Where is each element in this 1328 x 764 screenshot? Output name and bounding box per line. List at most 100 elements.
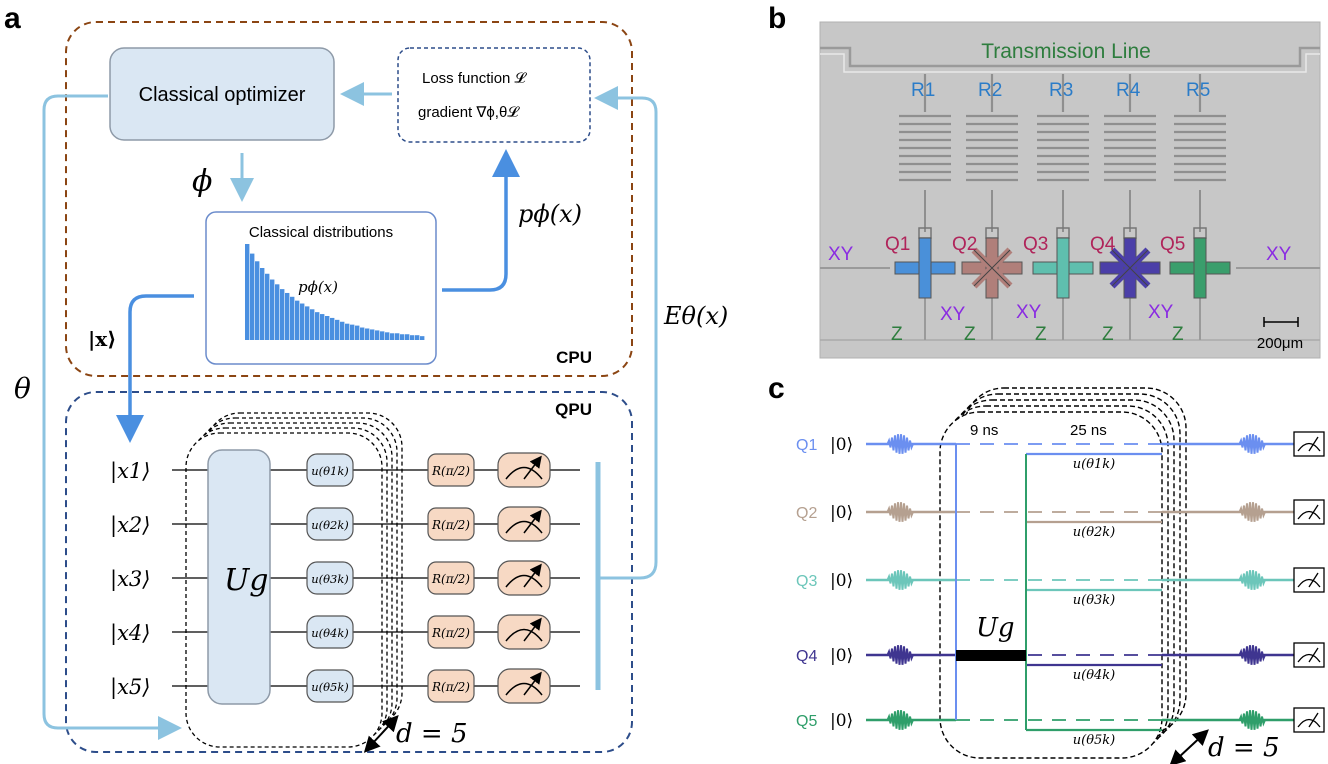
xy-label-3: XY [1016, 302, 1042, 323]
r-gate-label: R(π/2) [431, 518, 470, 532]
z-line-label: Z [1035, 324, 1047, 345]
distribution-bar [345, 323, 350, 340]
loss-line1: Loss function 𝓛 [422, 70, 528, 87]
resonator-label: R1 [911, 80, 935, 101]
pulse-waveform [884, 710, 918, 730]
ug-block-a [207, 449, 271, 705]
distribution-bar [300, 303, 305, 340]
distribution-bar [350, 324, 355, 340]
u-gate [306, 615, 354, 649]
distribution-bar [395, 333, 400, 340]
r-gate [427, 615, 475, 649]
panel-label-a: a [4, 2, 21, 35]
arrow-dist-to-qpu [116, 294, 194, 443]
measurement-gate [497, 614, 551, 650]
measurement-gate [497, 452, 551, 488]
pulse-qubit-label: Q5 [796, 713, 817, 730]
measurement-gate [497, 560, 551, 596]
u-gate [306, 561, 354, 595]
qubit-cross-v [918, 237, 932, 299]
u-gate [306, 669, 354, 703]
pulse-qubit-label: Q3 [796, 573, 817, 590]
pulse-waveform [884, 502, 918, 522]
r-gate-label: R(π/2) [431, 680, 470, 694]
time-25ns: 25 ns [1070, 422, 1107, 439]
distribution-bar [405, 334, 410, 340]
pulse-ket0: |0⟩ [830, 435, 853, 455]
pulse-qubit-label: Q4 [796, 648, 817, 665]
meter-icon [505, 628, 543, 642]
distribution-bar [320, 314, 325, 340]
ket-x-label: |x⟩ [88, 327, 116, 351]
theta-label: θ [14, 372, 31, 405]
distribution-bar [410, 335, 415, 340]
time-9ns: 9 ns [970, 422, 998, 439]
distribution-bar [250, 253, 255, 340]
measurement-gate [497, 506, 551, 542]
pulse-qubit-label: Q2 [796, 505, 817, 522]
readout-waveform [1236, 502, 1270, 522]
p-phi-inner: pϕ(x) [298, 278, 338, 296]
distribution-bar [420, 336, 425, 340]
z-line-label: Z [964, 324, 976, 345]
distribution-bar [400, 334, 405, 340]
cpu-label: CPU [556, 348, 592, 367]
z-line-label: Z [1102, 324, 1114, 345]
pulse-waveform [884, 645, 918, 665]
pulse-ket0: |0⟩ [830, 503, 853, 523]
xy-label-4: XY [1148, 302, 1174, 323]
panel-label-b: b [768, 2, 786, 35]
r-gate-label: R(π/2) [431, 626, 470, 640]
depth-arrow-a [363, 715, 399, 753]
distribution-bar [360, 327, 365, 340]
input-ket: |x4⟩ [110, 621, 150, 646]
input-ket: |x2⟩ [110, 513, 150, 538]
resonator-meander [1104, 74, 1156, 182]
resonator-meander [1037, 74, 1089, 182]
pulse-waveform [884, 434, 918, 454]
loss-function-box [397, 47, 591, 143]
input-ket: |x1⟩ [110, 459, 150, 484]
u-gate-label: u(θ1k) [311, 464, 349, 478]
distribution-bar [340, 321, 345, 340]
depth-label-a: d = 5 [396, 719, 468, 749]
meter-icon [505, 682, 543, 696]
distribution-bar [365, 328, 370, 340]
pulse-ket0: |0⟩ [830, 711, 853, 731]
transmission-line-label: Transmission Line [981, 40, 1151, 63]
r-gate [427, 507, 475, 541]
distribution-bar [415, 335, 420, 340]
ug-label-c: Ug [976, 613, 1015, 643]
distribution-bar [295, 300, 300, 340]
energy-label: Eθ(x) [663, 302, 728, 330]
chip-micrograph [819, 21, 1321, 359]
resonator-meander [899, 74, 951, 182]
pulse-ket0: |0⟩ [830, 646, 853, 666]
pulse-u-label: u(θ4k) [1073, 668, 1116, 683]
meter-icon [505, 466, 543, 480]
classical-optimizer-box [109, 47, 335, 141]
chip-qubit-label: Q3 [1023, 234, 1048, 255]
resonator-meander [1174, 74, 1226, 182]
readout-waveform [1236, 645, 1270, 665]
pulse-qubit-label: Q1 [796, 437, 817, 454]
distribution-bar [390, 333, 395, 340]
distribution-bar [330, 317, 335, 340]
pulse-u-label: u(θ2k) [1073, 525, 1116, 540]
distribution-bar [315, 312, 320, 340]
r-gate [427, 669, 475, 703]
distributions-title: Classical distributions [249, 224, 393, 241]
chip-qubit-label: Q2 [952, 234, 977, 255]
xy-label-2: XY [940, 304, 966, 325]
theta-feedback-arrow [42, 94, 182, 740]
panel-label-c: c [768, 372, 785, 405]
pulse-u-label: u(θ1k) [1073, 457, 1116, 472]
distribution-bar [255, 261, 260, 340]
qubit-cross-v [1193, 237, 1207, 299]
r-gate-label: R(π/2) [431, 572, 470, 586]
distribution-bar [380, 331, 385, 340]
optimizer-label: Classical optimizer [139, 84, 306, 106]
distribution-bar [280, 289, 285, 340]
xy-label-right: XY [1266, 244, 1292, 265]
distribution-bar [245, 244, 250, 340]
